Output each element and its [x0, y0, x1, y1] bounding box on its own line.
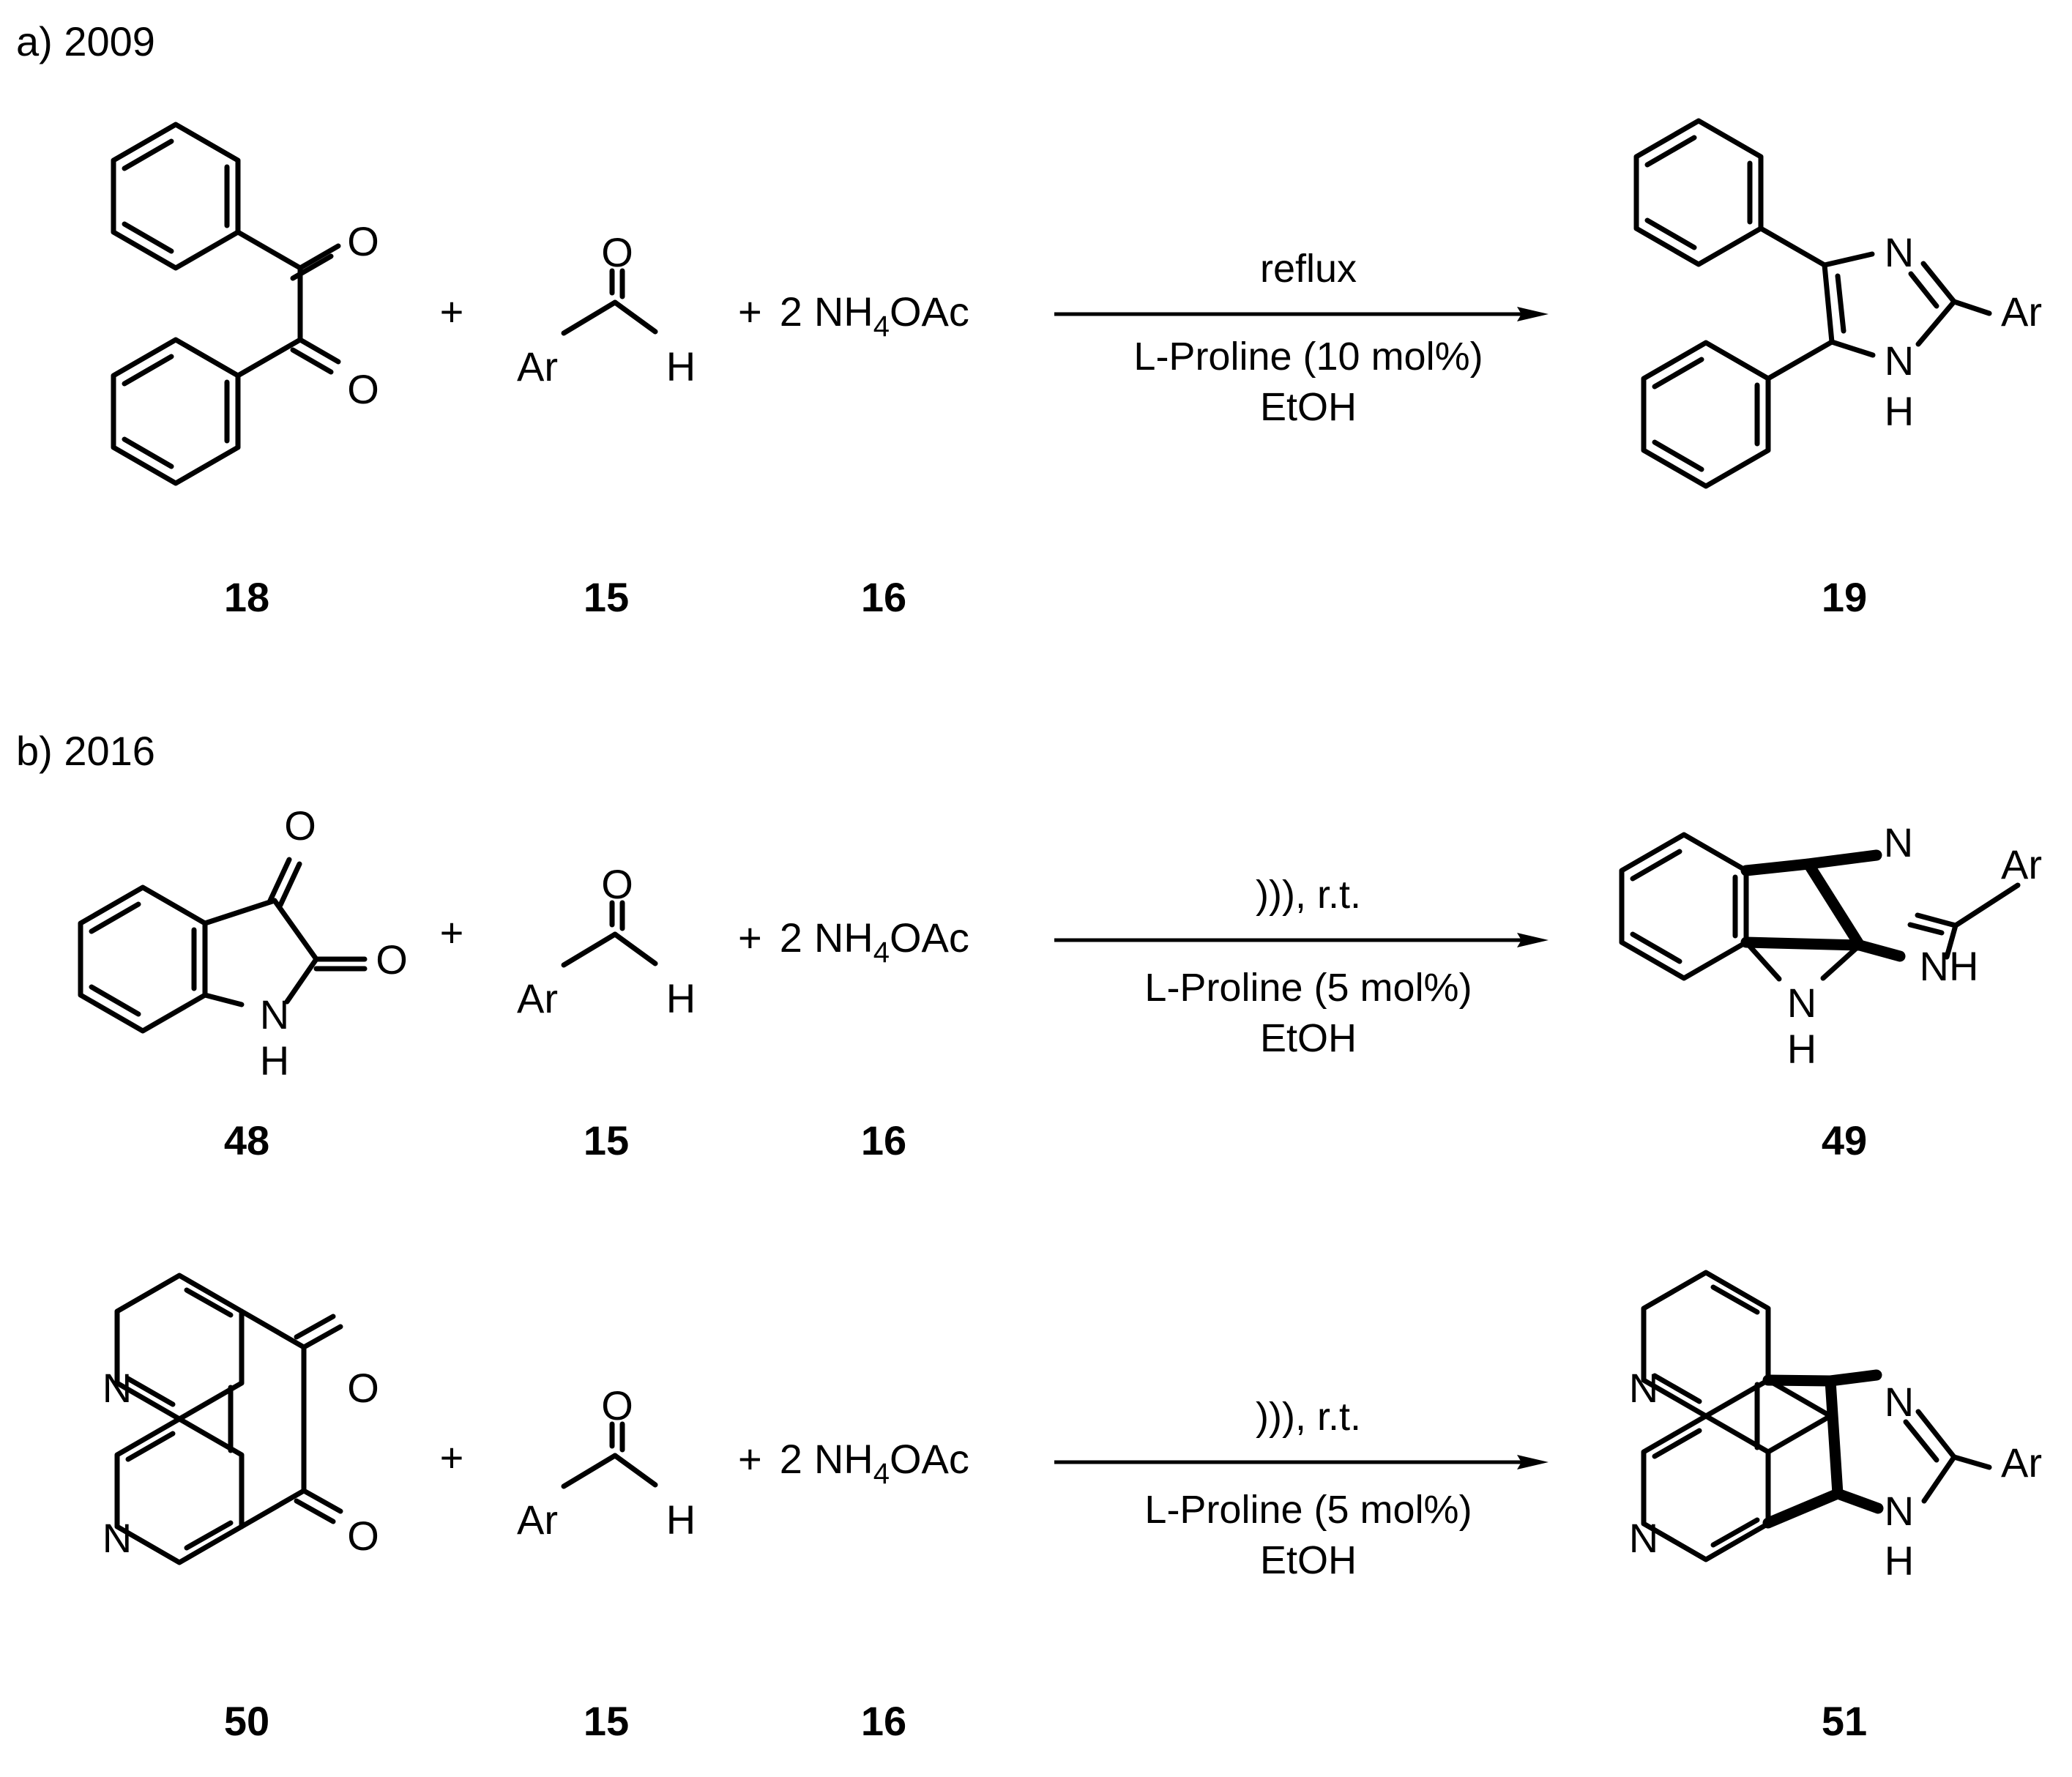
- atom-Ar: Ar: [517, 343, 558, 390]
- condition-catalyst: L-Proline (5 mol%): [1144, 966, 1472, 1010]
- reaction-arrow: [1054, 1455, 1549, 1469]
- condition-above: ))), r.t.: [1256, 873, 1361, 917]
- atom-H: H: [1787, 1026, 1816, 1072]
- atom-H: H: [260, 1037, 289, 1084]
- atom-Ar: Ar: [2001, 841, 2042, 887]
- atom-N: N: [1885, 229, 1914, 275]
- atom-H: H: [666, 975, 696, 1021]
- structure-15-aldehyde: [561, 268, 658, 336]
- compound-label-16: 16: [861, 574, 906, 620]
- compound-label-15: 15: [584, 574, 629, 620]
- atom-N: N: [1884, 819, 1913, 865]
- compound-label-15: 15: [584, 1698, 629, 1744]
- atom-N: N: [1787, 980, 1816, 1026]
- atom-H: H: [1885, 1538, 1914, 1584]
- structure-19-imidazole: [1633, 118, 1992, 489]
- atom-O: O: [347, 1513, 379, 1559]
- atom-H: H: [1885, 388, 1914, 434]
- structure-49-bold-imidazole: [1740, 849, 1906, 962]
- plus-sign: +: [440, 288, 464, 335]
- atom-H: H: [666, 1497, 696, 1543]
- atom-Ar: Ar: [2001, 1439, 2042, 1486]
- compound-label-18: 18: [224, 574, 269, 620]
- compound-label-48: 48: [224, 1117, 269, 1163]
- plus-sign: +: [440, 909, 464, 955]
- atom-N: N: [103, 1515, 132, 1561]
- reaction-arrow: [1054, 933, 1549, 947]
- atom-Ar: Ar: [517, 1497, 558, 1543]
- compound-label-51: 51: [1822, 1698, 1867, 1744]
- atom-Ar: Ar: [2001, 288, 2042, 335]
- structure-50-phenanthrolinedione: [114, 1273, 343, 1565]
- atom-Ar: Ar: [517, 975, 558, 1021]
- compound-label-16: 16: [861, 1117, 906, 1163]
- condition-above: reflux: [1260, 247, 1357, 291]
- compound-label-15: 15: [584, 1117, 629, 1163]
- atom-O: O: [347, 1365, 379, 1411]
- structure-48-isatin: [78, 857, 368, 1034]
- atom-NH: NH: [1920, 943, 1979, 989]
- compound-label-49: 49: [1822, 1117, 1867, 1163]
- atom-H: H: [666, 343, 696, 390]
- section-b-label: b) 2016: [16, 728, 155, 774]
- structure-51-bold-imidazole: [1762, 1369, 1884, 1529]
- condition-solvent: EtOH: [1260, 1538, 1357, 1582]
- atom-O: O: [284, 802, 316, 849]
- atom-NH: N: [1885, 1488, 1914, 1534]
- atom-N: N: [1629, 1515, 1658, 1561]
- condition-above: ))), r.t.: [1256, 1395, 1361, 1439]
- atom-N: N: [1629, 1365, 1658, 1411]
- condition-solvent: EtOH: [1260, 1016, 1357, 1060]
- condition-catalyst: L-Proline (10 mol%): [1133, 335, 1483, 379]
- condition-catalyst: L-Proline (5 mol%): [1144, 1488, 1472, 1532]
- structure-15-aldehyde: [561, 1421, 658, 1489]
- atom-O: O: [376, 936, 408, 983]
- atom-O: O: [601, 229, 633, 275]
- atom-N: N: [260, 991, 289, 1037]
- section-a-label: a) 2009: [16, 18, 155, 64]
- compound-label-50: 50: [224, 1698, 269, 1744]
- plus-sign: +: [440, 1434, 464, 1480]
- atom-NH: N: [1885, 338, 1914, 384]
- structure-15-aldehyde: [561, 900, 658, 968]
- condition-solvent: EtOH: [1260, 385, 1357, 429]
- compound-label-16: 16: [861, 1698, 906, 1744]
- reaction-arrow: [1054, 307, 1549, 321]
- atom-O: O: [601, 1382, 633, 1428]
- structure-18-benzil: [111, 122, 341, 486]
- atom-O: O: [601, 861, 633, 907]
- structure-51-imidazophenanthroline: [1641, 1270, 1992, 1562]
- atom-N: N: [103, 1365, 132, 1411]
- atom-O: O: [347, 366, 379, 412]
- compound-label-19: 19: [1822, 574, 1867, 620]
- atom-O: O: [347, 218, 379, 264]
- atom-N: N: [1885, 1379, 1914, 1425]
